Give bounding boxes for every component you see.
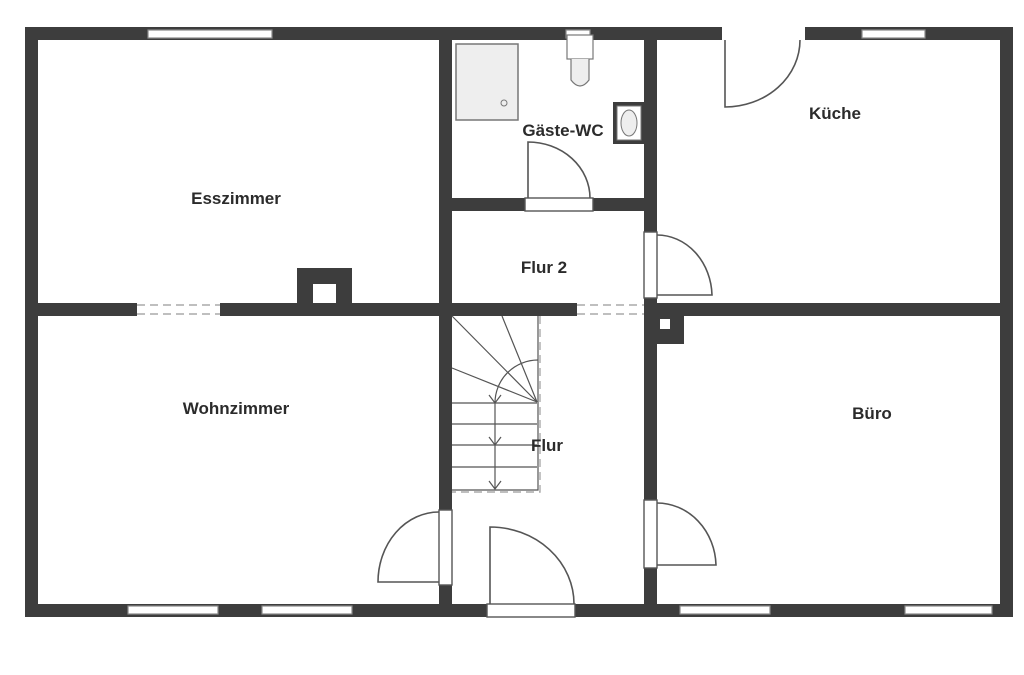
stair-edge (452, 316, 539, 491)
outer-wall-right (1000, 27, 1013, 617)
fixtures (455, 34, 642, 141)
door-frame-entrance (486, 603, 576, 618)
windows (127, 29, 993, 615)
opening-ess-wohn (137, 303, 220, 316)
window-wohnzimmer-1 (127, 605, 219, 615)
chimney-small-flue (660, 319, 670, 329)
door-wc[interactable] (527, 141, 591, 199)
stair-arrow-icon (488, 394, 502, 490)
door-entrance[interactable] (489, 526, 575, 605)
window-buero-2 (904, 605, 993, 615)
wall-ess-wohn (25, 303, 452, 316)
label-buero: Büro (852, 404, 892, 423)
door-frame-wohnzimmer (438, 509, 453, 586)
door-kueche-top[interactable] (724, 39, 801, 108)
label-wohnzimmer: Wohnzimmer (183, 399, 290, 418)
door-kueche[interactable] (656, 234, 713, 296)
label-esszimmer: Esszimmer (191, 189, 281, 208)
toilet-tank (566, 34, 594, 60)
label-gaeste-wc: Gäste-WC (522, 121, 603, 140)
door-buero[interactable] (656, 502, 717, 566)
door-opening (722, 27, 805, 40)
window-kueche (861, 29, 926, 39)
door-frame-buero (643, 499, 658, 569)
window-wohnzimmer-2 (261, 605, 353, 615)
window-buero-1 (679, 605, 771, 615)
room-labels: Esszimmer Küche Gäste-WC Flur 2 Wohnzimm… (183, 104, 892, 455)
sink-basin (620, 109, 638, 137)
label-flur2: Flur 2 (521, 258, 567, 277)
shower-tray (455, 43, 519, 121)
door-frame-wc (524, 197, 594, 212)
walls (25, 27, 1013, 617)
outer-wall-left (25, 27, 38, 617)
shower-drain (500, 99, 508, 107)
doors (377, 27, 805, 618)
label-kueche: Küche (809, 104, 861, 123)
window-esszimmer (147, 29, 273, 39)
opening-flur2-flur (577, 303, 644, 316)
door-frame-kueche (643, 231, 658, 299)
staircase (451, 315, 541, 493)
door-wohnzimmer[interactable] (377, 511, 440, 583)
label-flur: Flur (531, 436, 563, 455)
stair-winders (451, 315, 538, 403)
toilet-bowl (570, 59, 590, 87)
wall-kueche-buero (644, 303, 1013, 316)
inner-wall-right (644, 27, 657, 617)
stair-outline (452, 316, 541, 493)
stair-arc (494, 359, 539, 404)
inner-wall-left (439, 27, 452, 617)
chimney-flue (313, 284, 336, 303)
